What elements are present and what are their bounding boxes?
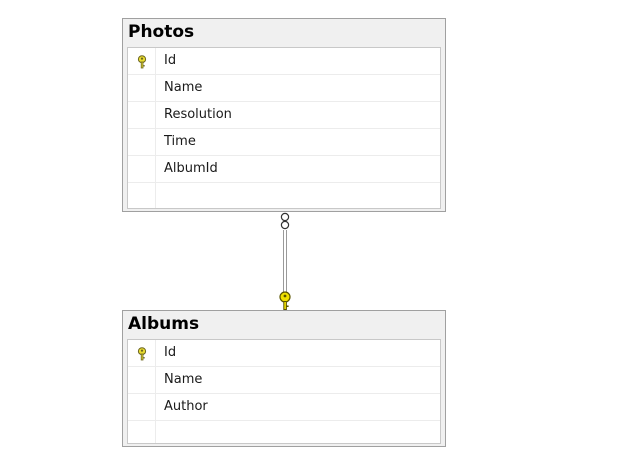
primary-key-icon [137,55,147,69]
table-photos[interactable]: Photos Id Name Resolution Time AlbumId [122,18,446,212]
column-row-id[interactable]: Id [128,340,440,367]
column-name: Id [164,345,177,360]
infinity-icon [280,212,290,230]
column-name: AlbumId [164,161,218,176]
primary-key-icon [137,347,147,361]
table-title-albums: Albums [128,314,200,334]
column-row-resolution[interactable]: Resolution [128,102,440,129]
column-name: Name [164,372,203,387]
column-row-name[interactable]: Name [128,367,440,394]
column-name: Time [164,134,196,149]
column-list-photos: Id Name Resolution Time AlbumId [127,47,441,209]
key-column-strip [128,340,156,443]
column-row-albumid[interactable]: AlbumId [128,156,440,183]
column-row-empty[interactable] [128,421,440,448]
column-name: Id [164,53,177,68]
column-name: Name [164,80,203,95]
column-name: Author [164,399,208,414]
table-title-photos: Photos [128,22,195,42]
table-albums[interactable]: Albums Id Name Author [122,310,446,447]
column-row-id[interactable]: Id [128,48,440,75]
column-row-author[interactable]: Author [128,394,440,421]
relationship-key-icon [279,291,291,310]
column-row-empty[interactable] [128,183,440,210]
column-name: Resolution [164,107,232,122]
column-list-albums: Id Name Author [127,339,441,444]
column-row-time[interactable]: Time [128,129,440,156]
column-row-name[interactable]: Name [128,75,440,102]
